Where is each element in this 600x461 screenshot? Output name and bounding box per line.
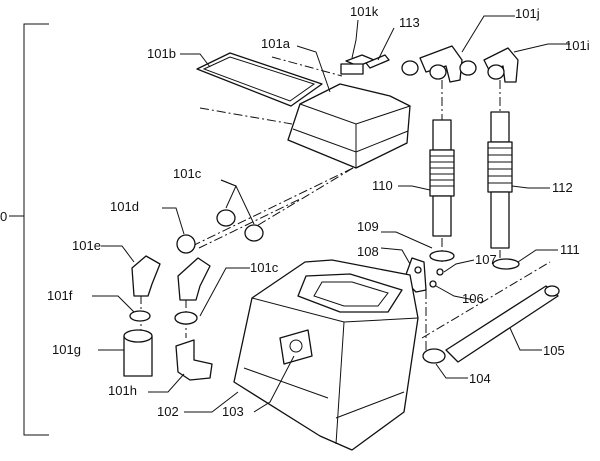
label-104: 104 [469, 371, 491, 386]
label-106: 106 [462, 291, 484, 306]
part-101j-elbow [419, 45, 463, 83]
part-109-clamp [429, 250, 455, 262]
part-101e-elbow [131, 255, 161, 297]
part-103-port [279, 329, 313, 365]
part-105-pipe [445, 285, 560, 363]
label-101j: 101j [515, 6, 540, 21]
part-101c-couplers [216, 209, 264, 242]
part-101i-elbow [483, 47, 519, 83]
label-103: 103 [222, 404, 244, 419]
label-101k: 101k [350, 4, 379, 19]
part-101k-plate [340, 54, 375, 75]
part-111-clamp [492, 258, 520, 270]
part-101a-lid [287, 83, 411, 169]
label-101e: 101e [72, 238, 101, 253]
label-101i: 101i [565, 38, 590, 53]
label-107: 107 [475, 252, 497, 267]
label-101b: 101b [147, 46, 176, 61]
part-101c-lower-elbow [174, 257, 211, 325]
part-107-screw [436, 268, 444, 276]
label-101c-upper: 101c [173, 166, 202, 181]
part-106-washer [429, 280, 437, 288]
assembly-label: 0 [0, 209, 7, 224]
label-113: 113 [399, 15, 420, 30]
label-111: 111 [560, 242, 580, 257]
leader-lines [92, 15, 570, 413]
label-102: 102 [157, 404, 179, 419]
part-101h-elbow [175, 339, 213, 381]
callout-labels: 101a 101b 101c 101c 101d 101e 101f 101g … [47, 4, 590, 419]
label-108: 108 [357, 244, 379, 259]
label-101a: 101a [261, 36, 291, 51]
label-109: 109 [357, 219, 379, 234]
part-101g-cylinder [123, 329, 153, 377]
part-104-clamp [422, 348, 446, 364]
label-101g: 101g [52, 342, 81, 357]
label-112: 112 [552, 180, 573, 195]
part-101d-coupler [176, 234, 196, 254]
part-102-base-housing [233, 259, 419, 451]
part-112-hose [487, 111, 513, 249]
part-113-label-plate [365, 54, 390, 69]
part-rings-upper [401, 60, 477, 76]
label-110: 110 [372, 178, 393, 193]
part-110-hose [429, 119, 455, 237]
label-101h: 101h [108, 383, 137, 398]
part-101f-ring [129, 310, 151, 322]
label-101f: 101f [47, 288, 73, 303]
label-101d: 101d [110, 199, 139, 214]
label-105: 105 [543, 343, 565, 358]
part-101b-gasket [196, 52, 323, 107]
label-101c-lower: 101c [250, 260, 279, 275]
assembly-bracket: 0 [0, 23, 49, 436]
